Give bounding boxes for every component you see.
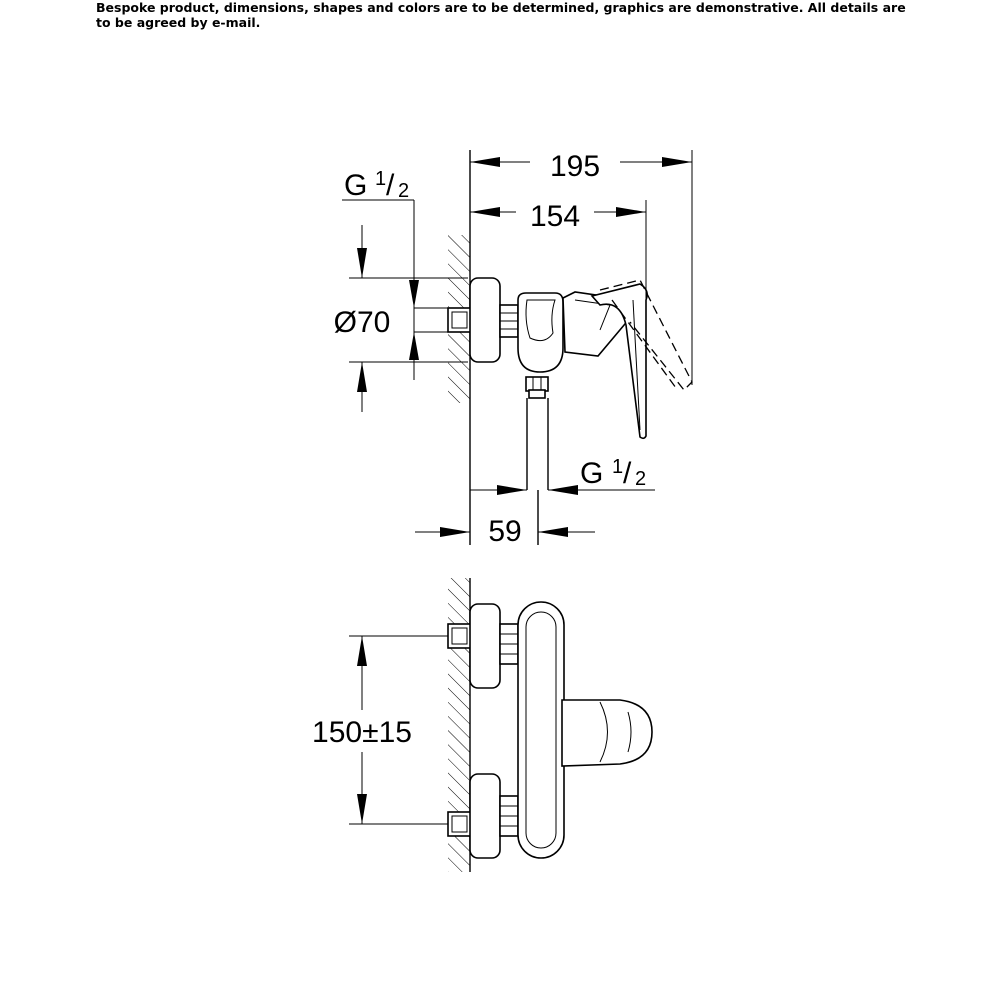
- outlet-collar: [528, 389, 546, 399]
- inlet-thread-prefix: G: [344, 169, 367, 202]
- outlet-thread-denominator: 2: [635, 468, 646, 490]
- inlet-thread-numerator: 1: [375, 168, 386, 190]
- dimension-diameter: Ø70: [334, 306, 391, 339]
- disclaimer-text: Bespoke product, dimensions, shapes and …: [96, 0, 906, 30]
- outlet-thread-numerator: 1: [612, 456, 623, 478]
- outlet-thread-slash: /: [623, 457, 632, 490]
- inlet-thread-label: G 1 / 2: [344, 168, 409, 202]
- upper-rosette: [469, 603, 501, 689]
- outlet-nut: [525, 376, 549, 392]
- outlet-thread-label: G 1 / 2: [580, 456, 646, 490]
- lower-rosette: [469, 773, 501, 859]
- dimension-154: 154: [530, 200, 580, 233]
- dimension-59: 59: [488, 515, 521, 548]
- front-view: [349, 578, 653, 872]
- dimension-195: 195: [550, 150, 600, 183]
- mixer-body: [517, 292, 564, 373]
- inlet-thread-slash: /: [386, 169, 395, 202]
- inlet-thread-denominator: 2: [398, 180, 409, 202]
- escutcheon-rosette: [469, 277, 501, 363]
- outlet-thread-prefix: G: [580, 457, 603, 490]
- inlet-connector-inner: [451, 311, 468, 329]
- wall-hatch-bottom: [448, 578, 470, 872]
- dimension-150: 150±15: [312, 716, 412, 749]
- mixer-body-front: [517, 601, 565, 859]
- side-view: [342, 146, 693, 545]
